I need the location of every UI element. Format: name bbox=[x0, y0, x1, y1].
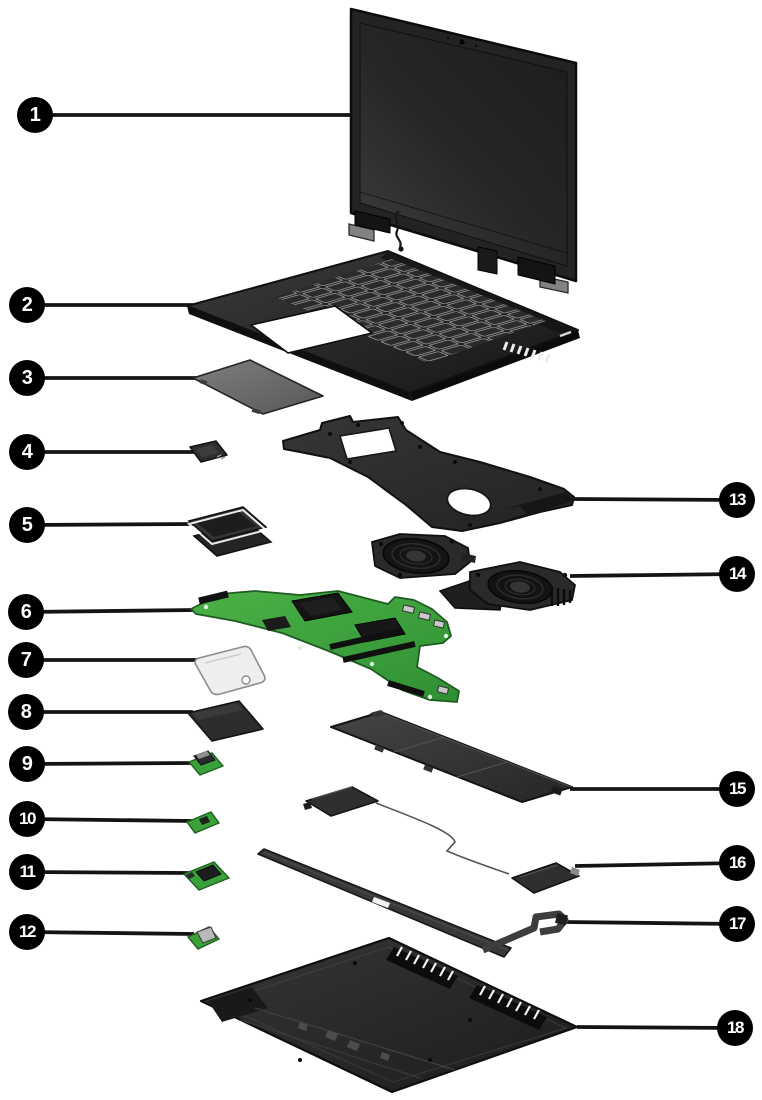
callout-18: 18 bbox=[717, 1010, 753, 1046]
bottom-cover bbox=[199, 936, 579, 1094]
callout-15: 15 bbox=[719, 771, 755, 807]
callout-13: 13 bbox=[719, 482, 755, 518]
callout-12: 12 bbox=[9, 914, 45, 950]
callout-7-number: 7 bbox=[20, 648, 32, 671]
speaker-cable bbox=[375, 802, 510, 875]
callout-8: 8 bbox=[8, 694, 44, 730]
callout-9: 9 bbox=[9, 746, 45, 782]
callout-15-number: 15 bbox=[729, 779, 746, 798]
io-board bbox=[187, 750, 225, 776]
callout-16-number: 16 bbox=[729, 853, 746, 872]
leader-line-16 bbox=[574, 861, 738, 868]
callout-5: 5 bbox=[9, 507, 45, 543]
leader-line-9 bbox=[26, 761, 195, 766]
bracket-plate bbox=[194, 645, 266, 696]
callout-11-number: 11 bbox=[19, 862, 36, 881]
hinge-cover-and-cable bbox=[257, 848, 569, 958]
leader-line-13 bbox=[572, 497, 738, 502]
sensor-board bbox=[185, 811, 221, 834]
webcam-icon bbox=[459, 39, 465, 45]
callout-17: 17 bbox=[719, 906, 755, 942]
callout-1: 1 bbox=[17, 97, 53, 133]
leader-line-5 bbox=[26, 522, 197, 527]
callout-3: 3 bbox=[9, 360, 45, 396]
callout-11: 11 bbox=[9, 854, 45, 890]
callout-1-number: 1 bbox=[29, 103, 41, 126]
drive-stack bbox=[186, 506, 273, 557]
callout-3-number: 3 bbox=[21, 366, 33, 389]
callout-6-number: 6 bbox=[20, 600, 32, 623]
leader-line-14 bbox=[569, 572, 738, 578]
leader-line-11 bbox=[26, 870, 191, 875]
callout-12-number: 12 bbox=[19, 922, 36, 941]
callout-10-number: 10 bbox=[19, 809, 36, 828]
callout-14: 14 bbox=[719, 556, 755, 592]
card-board bbox=[182, 861, 231, 891]
system-board bbox=[190, 590, 460, 703]
callout-17-number: 17 bbox=[729, 914, 746, 933]
side-vents bbox=[502, 341, 551, 363]
callout-7: 7 bbox=[8, 642, 44, 678]
callout-13-number: 13 bbox=[729, 490, 746, 509]
speaker-left bbox=[303, 786, 379, 817]
callout-9-number: 9 bbox=[21, 752, 33, 775]
leader-line-18 bbox=[576, 1025, 736, 1030]
callout-8-number: 8 bbox=[20, 700, 32, 723]
vent-slots bbox=[479, 985, 540, 1020]
callout-2-number: 2 bbox=[21, 293, 33, 316]
touchpad-opening bbox=[249, 305, 374, 354]
memory-slot bbox=[342, 641, 416, 663]
callout-16: 16 bbox=[719, 845, 755, 881]
vent-slots bbox=[396, 946, 454, 981]
callout-2: 2 bbox=[9, 287, 45, 323]
leader-line-6 bbox=[25, 608, 196, 614]
battery-connector bbox=[550, 785, 563, 796]
leader-line-12 bbox=[26, 930, 195, 936]
flex-cable bbox=[481, 910, 569, 954]
memory-slot bbox=[329, 628, 403, 650]
battery bbox=[330, 710, 573, 803]
board-connector bbox=[198, 590, 229, 605]
callout-14-number: 14 bbox=[729, 564, 746, 583]
display-assembly bbox=[348, 7, 578, 294]
display-hinge-left bbox=[348, 210, 391, 242]
leader-line-10 bbox=[26, 817, 194, 823]
display-hinge-right bbox=[517, 256, 569, 294]
heat-sink bbox=[282, 415, 575, 532]
hinge-cover-slot bbox=[372, 897, 390, 908]
display-cable bbox=[394, 210, 402, 248]
connector-board bbox=[186, 926, 221, 950]
small-chip bbox=[262, 616, 291, 631]
speaker-right bbox=[511, 862, 580, 894]
keyboard-top-cover bbox=[186, 250, 580, 401]
side-ports bbox=[401, 604, 450, 695]
callout-4: 4 bbox=[9, 434, 45, 470]
side-port-slot bbox=[559, 330, 572, 338]
drive-shield bbox=[187, 700, 264, 742]
leader-line-17 bbox=[564, 920, 738, 926]
callout-4-number: 4 bbox=[21, 440, 33, 463]
fan-left bbox=[371, 533, 476, 579]
board-connector bbox=[387, 680, 425, 697]
display-center-tab bbox=[477, 246, 498, 275]
speakers-with-cable bbox=[303, 786, 580, 894]
wlan-module bbox=[189, 440, 228, 463]
callout-6: 6 bbox=[8, 594, 44, 630]
fans bbox=[371, 533, 576, 611]
callout-5-number: 5 bbox=[21, 513, 33, 536]
fan-right bbox=[438, 561, 576, 611]
callout-10: 10 bbox=[9, 801, 45, 837]
cable-connector bbox=[555, 913, 568, 926]
keyboard-keys bbox=[276, 259, 546, 363]
leader-lines bbox=[25, 113, 738, 1030]
callout-18-number: 18 bbox=[727, 1018, 744, 1037]
touchpad bbox=[192, 359, 324, 415]
